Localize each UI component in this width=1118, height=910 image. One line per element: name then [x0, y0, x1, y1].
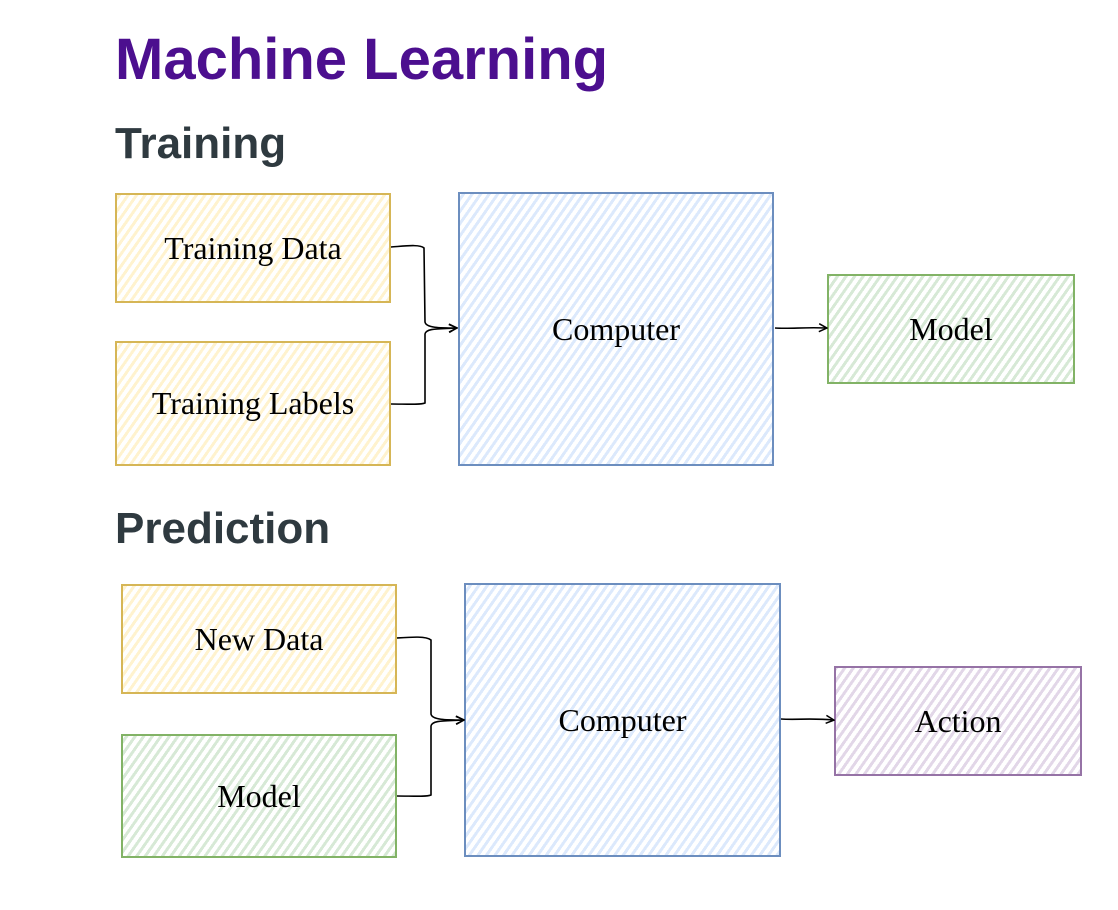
- prediction-model-input-box: Model: [121, 734, 397, 858]
- prediction-computer-box: Computer: [464, 583, 781, 857]
- action-label: Action: [914, 702, 1002, 739]
- training-computer-box: Computer: [458, 192, 774, 466]
- connector-computer-to-action: [780, 719, 833, 720]
- new-data-label: New Data: [194, 620, 324, 657]
- training-heading: Training: [115, 119, 287, 168]
- connector-new-data-to-computer: [396, 636, 463, 720]
- prediction-computer-label: Computer: [558, 701, 687, 738]
- prediction-heading: Prediction: [115, 504, 331, 553]
- connector-training-labels-to-computer: [390, 328, 456, 406]
- prediction-model-input-label: Model: [217, 777, 301, 814]
- action-box: Action: [834, 666, 1082, 776]
- training-model-box: Model: [827, 274, 1075, 384]
- new-data-box: New Data: [121, 584, 397, 694]
- training-data-box: Training Data: [115, 193, 391, 303]
- diagram-title: Machine Learning: [115, 27, 609, 92]
- connector-model-to-computer: [396, 720, 463, 798]
- training-labels-label: Training Labels: [151, 385, 355, 421]
- connector-training-data-to-computer: [390, 244, 456, 328]
- training-data-label: Training Data: [164, 229, 342, 266]
- training-labels-box: Training Labels: [115, 341, 391, 466]
- training-computer-label: Computer: [552, 310, 680, 347]
- connector-computer-to-model: [774, 328, 826, 329]
- training-model-label: Model: [909, 310, 993, 347]
